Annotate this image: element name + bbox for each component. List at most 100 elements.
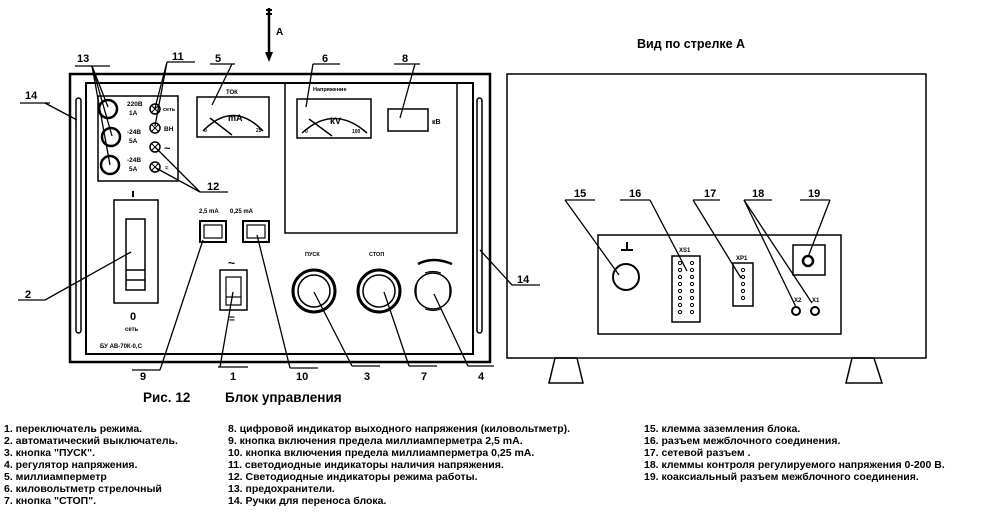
figure-number: Рис. 12 [143, 390, 190, 405]
view-title: Вид по стрелке А [637, 37, 745, 51]
callout-14-right: 14 [517, 274, 530, 286]
led-set-icon [149, 103, 161, 115]
xp1-connector[interactable] [732, 262, 754, 307]
connector-pin [740, 267, 746, 273]
fuse-3-current: 5А [129, 166, 138, 173]
kilovoltmeter-min: 0 [305, 129, 308, 135]
callout-19: 19 [808, 188, 820, 200]
figure-title: Блок управления [225, 390, 342, 405]
leader-lines [18, 61, 831, 371]
connector-pin [740, 295, 746, 301]
connector-pin [740, 274, 746, 280]
fuse-3-voltage: -24В [127, 157, 141, 164]
connector-pin [677, 274, 683, 280]
view-arrow-a [265, 8, 273, 62]
connector-pin [689, 267, 695, 273]
callout-5: 5 [215, 53, 221, 65]
fuse-3[interactable] [99, 154, 121, 176]
range-2-5ma-button[interactable] [199, 220, 227, 243]
arrow-label: А [276, 27, 283, 38]
led-dc-label: = [165, 166, 169, 172]
callout-18: 18 [752, 188, 764, 200]
legend-item: 15. клемма заземления блока. [644, 423, 801, 435]
x1-label: X1 [812, 298, 820, 304]
connector-pin [740, 281, 746, 287]
fuse-2-current: 5А [129, 138, 138, 145]
legend-item: 17. сетевой разъем . [644, 447, 751, 459]
mode-switch[interactable] [219, 269, 248, 311]
legend-item: 19. коаксиальный разъем межблочного соед… [644, 471, 919, 483]
digital-indicator-unit: кВ [432, 119, 441, 126]
ground-terminal[interactable] [612, 242, 640, 291]
fuse-1[interactable] [97, 98, 119, 120]
connector-pin [689, 281, 695, 287]
callout-14-left: 14 [25, 90, 38, 102]
callout-11: 11 [172, 51, 184, 63]
left-carry-handle [75, 97, 82, 334]
connector-pin [689, 302, 695, 308]
start-button-label: ПУСК [305, 252, 320, 258]
milliammeter-max: 25 [256, 128, 262, 134]
right-carry-handle [476, 97, 483, 334]
legend-item: 16. разъем межблочного соединения. [644, 435, 841, 447]
range-0-25ma-button[interactable] [242, 220, 270, 243]
xs1-connector[interactable] [671, 255, 701, 323]
legend-item: 4. регулятор напряжения. [4, 459, 138, 471]
led-hv-label: ВН [164, 126, 174, 133]
range-0-25ma-label: 0,25 mA [230, 209, 254, 215]
start-button[interactable] [291, 268, 337, 314]
stop-button-label: СТОП [369, 252, 384, 258]
led-ac-label: ~ [164, 143, 171, 155]
legend-column-1: 1. переключатель режима. 2. автоматическ… [4, 423, 178, 507]
rear-panel [506, 73, 927, 384]
left-foot [548, 357, 584, 384]
coax-connector[interactable] [801, 254, 815, 268]
voltage-regulator-knob[interactable] [414, 258, 453, 312]
connector-pin [689, 288, 695, 294]
callout-9: 9 [140, 371, 146, 383]
legend-item: 18. клеммы контроля регулируемого напряж… [644, 459, 945, 471]
legend-item: 13. предохранители. [228, 483, 335, 495]
callout-15: 15 [574, 188, 586, 200]
x2-label: X2 [794, 298, 802, 304]
main-switch-name: сеть [125, 327, 139, 333]
mode-switch-ac-label: ~ [228, 256, 235, 270]
kilovoltmeter-max: 100 [352, 129, 361, 135]
callout-2: 2 [25, 289, 31, 301]
milliammeter-min: 0 [204, 128, 207, 134]
model-label: БУ АВ-70К-0,С [100, 344, 143, 350]
range-2-5ma-label: 2,5 mA [199, 209, 219, 215]
callout-1: 1 [230, 371, 236, 383]
kv-meter-window [284, 82, 458, 234]
callout-13: 13 [77, 53, 89, 65]
milliammeter-title: ТОК [226, 90, 238, 96]
legend-item: 1. переключатель режима. [4, 423, 143, 435]
callout-17: 17 [704, 188, 716, 200]
fuse-1-current: 1А [129, 110, 138, 117]
fuse-2[interactable] [100, 126, 122, 148]
connector-pin [689, 295, 695, 301]
legend-item: 14. Ручки для переноса блока. [228, 495, 387, 507]
front-panel [68, 72, 492, 364]
callout-12: 12 [207, 181, 219, 193]
callout-4: 4 [478, 371, 485, 383]
connector-pin [689, 309, 695, 315]
legend-item: 12. Светодиодные индикаторы режима работ… [228, 471, 478, 483]
legend-item: 9. кнопка включения предела миллиамперме… [228, 435, 523, 447]
callout-3: 3 [364, 371, 370, 383]
main-switch-off-label: 0 [130, 311, 136, 323]
legend-item: 8. цифровой индикатор выходного напряжен… [228, 423, 571, 435]
stop-button[interactable] [356, 268, 402, 314]
terminal-x2[interactable] [791, 306, 801, 316]
legend-item: 7. кнопка "СТОП". [4, 495, 97, 507]
xp1-label: XP1 [736, 256, 748, 262]
terminal-x1[interactable] [810, 306, 820, 316]
callout-8: 8 [402, 53, 408, 65]
callout-10: 10 [296, 371, 308, 383]
connector-pin [677, 295, 683, 301]
connector-pin [677, 260, 683, 266]
xs1-label: XS1 [679, 248, 691, 254]
main-circuit-breaker[interactable] [113, 199, 159, 304]
connector-pin [677, 309, 683, 315]
